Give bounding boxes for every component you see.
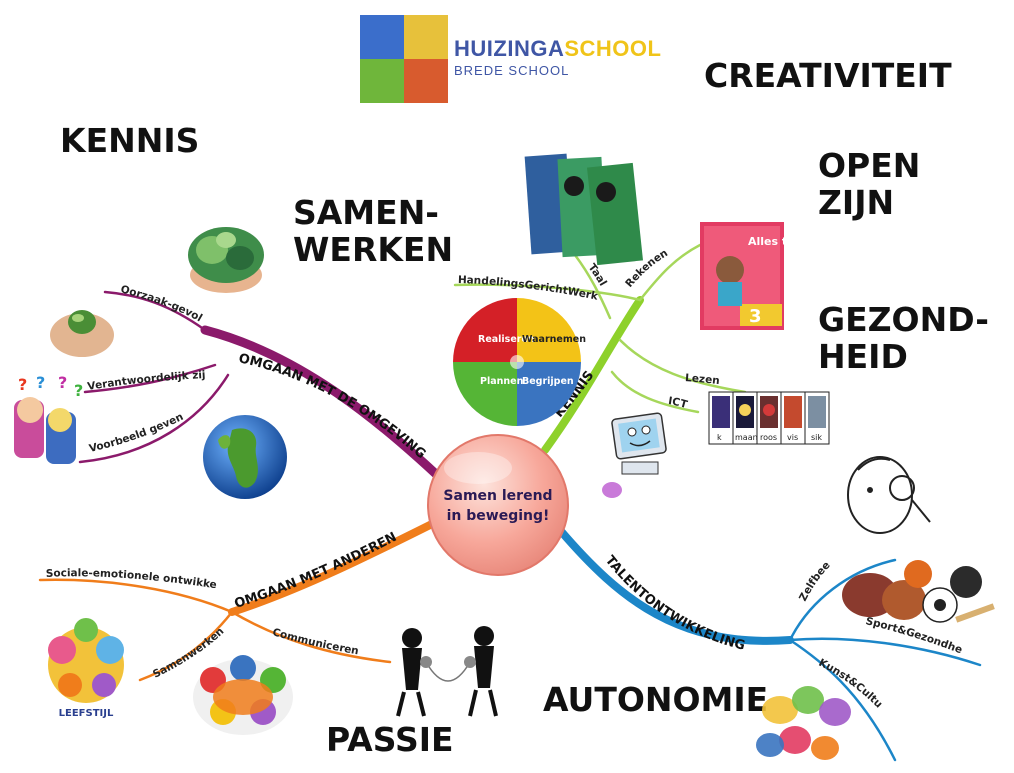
sub-label-hgw: HandelingsGerichtWerken	[0, 0, 600, 303]
brain-illustration	[188, 227, 264, 293]
sub-branch-oorzaak-line	[103, 290, 207, 332]
sports-equipment-illustration	[842, 560, 995, 623]
quadrant-label-waarnemen: Waarnemen	[522, 334, 586, 345]
heading-open-zijn-line1: OPEN	[818, 146, 921, 185]
sub-branch-kunst-line	[788, 638, 897, 762]
question-mark-icon: ?	[74, 381, 83, 400]
heading-gezondheid-line2: HEID	[818, 336, 908, 376]
central-topic-line2: in beweging!	[447, 508, 550, 524]
heading-creativiteit: CREATIVITEIT	[704, 56, 952, 95]
sub-label-sociaal: Sociale-emotionele ontwikkeling	[0, 0, 218, 591]
quadrant-label-realiseren: Realiseren	[478, 334, 535, 345]
ict-computer-illustration	[602, 412, 667, 498]
rekenen-book-illustration: 3 Alles telt	[700, 222, 804, 330]
sub-branch-taal-line	[573, 253, 612, 320]
svg-text:sik: sik	[811, 433, 822, 442]
heading-open-zijn: OPEN ZIJN	[818, 146, 921, 222]
logo-name-part2: SCHOOL	[564, 36, 662, 61]
flashcard: sik	[804, 391, 830, 445]
school-logo-image	[360, 15, 448, 103]
logo-name-part1: HUIZINGA	[454, 36, 565, 61]
question-mark-icon: ?	[18, 375, 27, 394]
heading-open-zijn-line2: ZIJN	[818, 182, 895, 222]
heading-autonomie: AUTONOMIE	[543, 680, 769, 719]
svg-text:vis: vis	[787, 433, 798, 442]
heading-gezondheid-line1: GEZOND-	[818, 300, 989, 339]
sub-label-ict: ICT	[667, 395, 689, 411]
magnifier-sketch-illustration	[847, 456, 931, 534]
hands-with-globe-illustration	[50, 310, 114, 357]
confused-kids-illustration: ? ? ? ?	[14, 373, 83, 464]
branch-anderen-line	[228, 516, 444, 616]
svg-text:k: k	[717, 433, 722, 442]
sub-branch-sport-line	[788, 637, 982, 667]
rekenen-book-grade: 3	[749, 306, 762, 327]
branch-anderen-label: OMGAAN MET ANDEREN	[233, 530, 400, 612]
sub-branch-communiceren-line	[230, 610, 392, 664]
taal-books-illustration	[524, 153, 643, 266]
svg-text:roos: roos	[760, 433, 777, 442]
sub-branch-verantwoordelijk-line	[83, 363, 217, 394]
branch-kennis-line	[541, 296, 644, 454]
heading-samenwerken: SAMEN- WERKEN	[293, 193, 454, 269]
quadrant-label-plannen: Plannen	[480, 376, 524, 387]
heading-kennis: KENNIS	[60, 121, 200, 160]
rekenen-book-title: Alles telt	[748, 235, 804, 248]
central-topic-line1: Samen lerend	[443, 488, 552, 504]
school-logo-text: HUIZINGASCHOOL BREDE SCHOOL	[454, 36, 661, 78]
logo-subtitle: BREDE SCHOOL	[454, 63, 570, 78]
flashcard: vis	[780, 391, 806, 445]
leefstijl-flower-illustration: LEEFSTIJL	[48, 618, 124, 719]
heading-samenwerken-line2: WERKEN	[293, 229, 454, 269]
question-mark-icon: ?	[36, 373, 45, 392]
heading-samenwerken-line1: SAMEN-	[293, 193, 440, 232]
sub-branch-lezen-line	[618, 338, 747, 394]
painted-hands-illustration	[756, 686, 851, 760]
heading-passie: PASSIE	[326, 720, 454, 759]
sub-branch-zelfbeeld-line	[788, 558, 897, 642]
flashcard: k	[708, 391, 734, 445]
sub-branch-samenwerken-line	[138, 610, 234, 682]
communicating-people-illustration	[396, 626, 498, 717]
question-mark-icon: ?	[58, 373, 67, 392]
quadrant-label-begrijpen: Begrijpen	[522, 376, 574, 387]
lezen-flashcards: k maan roos vis sik	[708, 391, 830, 445]
heading-gezondheid: GEZOND- HEID	[818, 300, 989, 376]
sub-label-communiceren: Communiceren	[271, 626, 359, 657]
flashcard: roos	[756, 391, 782, 445]
people-circle-illustration	[193, 655, 293, 735]
sub-branch-hgw-line	[453, 283, 642, 302]
sub-branch-ict-line	[610, 370, 700, 414]
sub-branch-voorbeeld-line	[78, 373, 230, 464]
branch-omgeving-line	[200, 325, 460, 497]
sub-branch-sociaal-line	[38, 578, 234, 614]
globe-illustration	[203, 415, 287, 499]
branch-talent-line	[556, 526, 794, 645]
sub-branch-rekenen-line	[638, 243, 702, 302]
flashcard: maan	[732, 391, 758, 445]
sub-label-kunst: Kunst&Cultuur	[0, 0, 885, 710]
learning-quadrant-circle: Realiseren Waarnemen Plannen Begrijpen	[453, 298, 586, 426]
sub-label-oorzaak: Oorzaak-gevolg	[0, 0, 204, 324]
leefstijl-label: LEEFSTIJL	[59, 708, 114, 719]
central-topic-bubble: Samen lerend in beweging!	[427, 434, 569, 576]
branch-talent-label: TALENTONTWIKKELING	[602, 553, 747, 654]
sub-label-lezen: Lezen	[685, 372, 721, 387]
svg-text:maan: maan	[735, 433, 758, 442]
